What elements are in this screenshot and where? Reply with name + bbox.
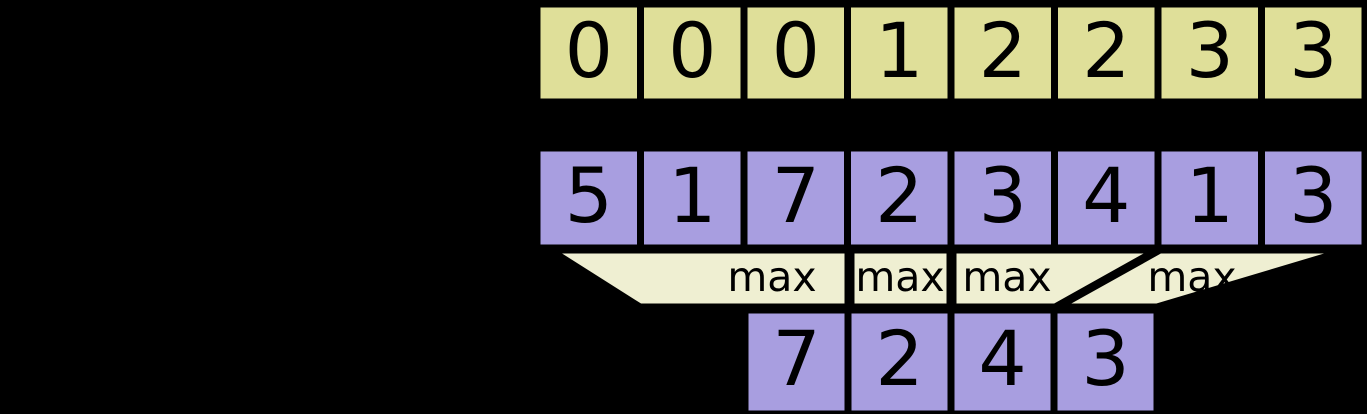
max-label-3: max xyxy=(962,253,1051,301)
output-row: 7 2 4 3 xyxy=(741,306,1161,414)
input-cell xyxy=(947,144,1058,252)
index-cell-value: 2 xyxy=(1082,6,1130,95)
max-label-2: max xyxy=(855,253,944,301)
index-row: 0 0 0 1 2 2 3 3 xyxy=(533,0,1367,106)
input-cell-value: 3 xyxy=(1289,151,1337,240)
index-cell-value: 2 xyxy=(979,6,1027,95)
index-cell-value: 3 xyxy=(1289,6,1337,95)
output-cell xyxy=(741,306,852,414)
index-cell-value: 0 xyxy=(668,6,716,95)
input-cell xyxy=(1154,144,1265,252)
input-cell xyxy=(1051,144,1162,252)
input-cell-value: 3 xyxy=(979,151,1027,240)
output-cell-value: 7 xyxy=(772,314,820,403)
output-cell xyxy=(1050,306,1161,414)
output-cell-value: 4 xyxy=(978,314,1026,403)
input-cell xyxy=(533,144,644,252)
input-cell-value: 5 xyxy=(565,151,613,240)
input-cell-value: 1 xyxy=(668,151,716,240)
output-cell-value: 2 xyxy=(875,314,923,403)
index-cell-value: 0 xyxy=(565,6,613,95)
input-cell xyxy=(844,144,955,252)
input-cell xyxy=(1258,144,1367,252)
output-cell-value: 3 xyxy=(1081,314,1129,403)
max-connector-band: max max max max xyxy=(537,246,1350,311)
index-cell xyxy=(533,0,644,106)
index-cell-value: 0 xyxy=(772,6,820,95)
input-cell-value: 1 xyxy=(1186,151,1234,240)
max-label-1: max xyxy=(727,253,816,301)
input-cell-value: 2 xyxy=(875,151,923,240)
index-cell-value: 3 xyxy=(1186,6,1234,95)
input-row: 5 1 7 2 3 4 1 3 xyxy=(533,144,1367,252)
index-cell xyxy=(1258,0,1367,106)
max-label-4: max xyxy=(1147,253,1236,301)
index-cell-value: 1 xyxy=(875,6,923,95)
input-cell-value: 7 xyxy=(772,151,820,240)
input-cell-value: 4 xyxy=(1082,151,1130,240)
